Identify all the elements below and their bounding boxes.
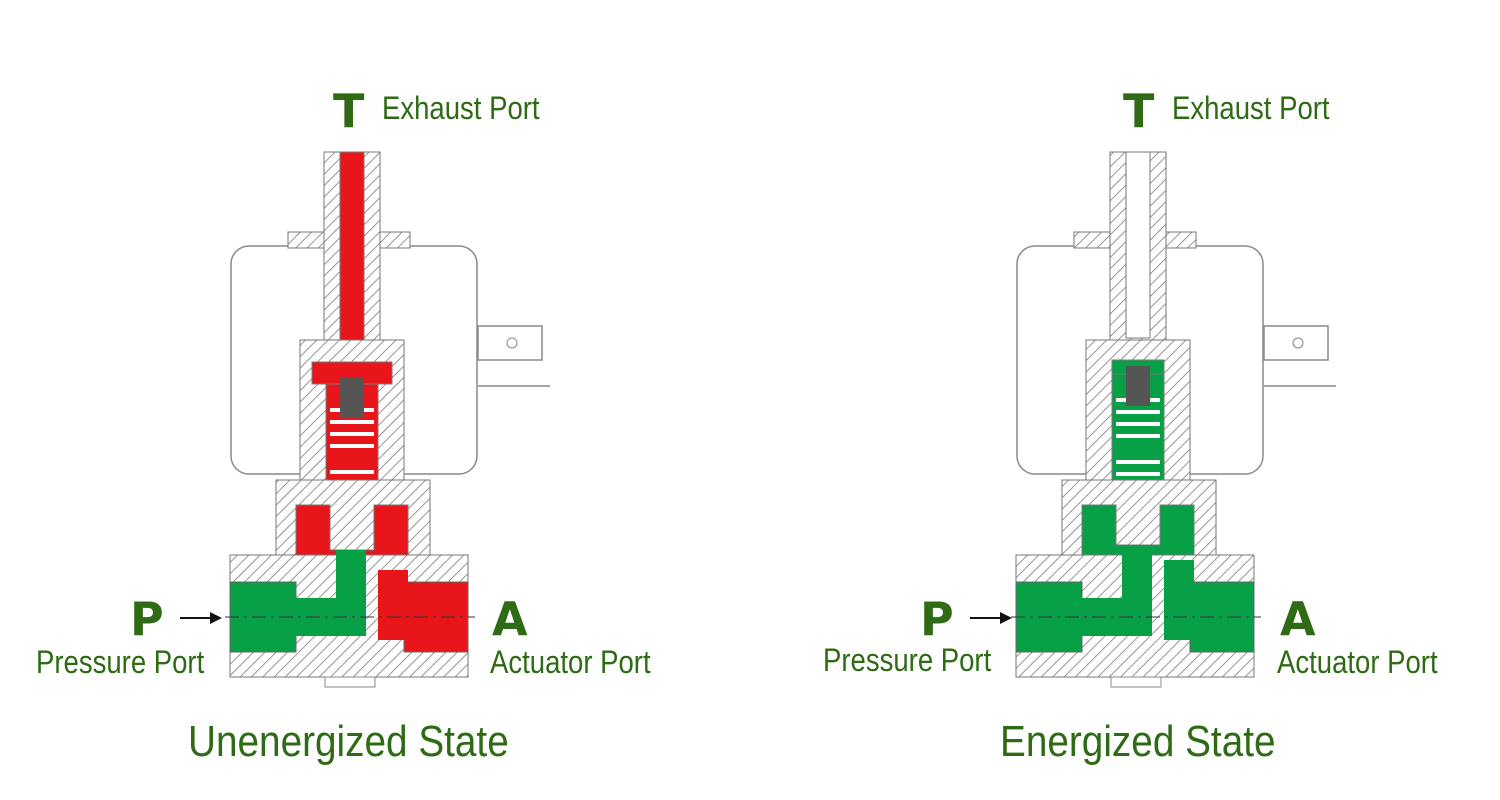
exhaust-port-label: Exhaust Port [1172, 90, 1330, 126]
exhaust-passage [1125, 151, 1151, 339]
exhaust-port-letter: T [1123, 84, 1155, 138]
actuator-port-label: Actuator Port [490, 644, 651, 680]
exhaust-passage [339, 151, 365, 363]
pressure-port-label: Pressure Port [36, 644, 205, 680]
plunger [340, 378, 364, 418]
arrow-right-icon [180, 612, 222, 624]
arrow-right-icon [970, 612, 1012, 624]
body-foot [324, 676, 376, 688]
connector-tab [477, 325, 543, 361]
valve-cross-section-unenergized [225, 151, 550, 688]
state-title: Energized State [1000, 717, 1276, 766]
actuator-port-label: Actuator Port [1277, 644, 1438, 680]
plunger [1126, 366, 1150, 406]
exhaust-port-label: Exhaust Port [382, 90, 540, 126]
actuator-port-letter: A [492, 592, 528, 646]
body-foot [1110, 676, 1162, 688]
pressure-riser [336, 550, 366, 636]
pressure-port-label: Pressure Port [823, 642, 992, 678]
actuator-channel [378, 570, 408, 640]
actuator-channel [1164, 560, 1194, 640]
energized-panel: T Exhaust Port P Pressure Port A Actuato… [790, 0, 1500, 800]
exhaust-port-letter: T [333, 84, 365, 138]
actuator-port-letter: A [1280, 592, 1316, 646]
connector-tab [1263, 325, 1329, 361]
pressure-port-letter: P [920, 592, 954, 646]
pressure-riser [1122, 545, 1152, 636]
valve-cross-section-energized [1011, 151, 1336, 688]
unenergized-panel: T Exhaust Port P Pressure Port A Actuato… [36, 84, 651, 766]
pressure-port-letter: P [130, 592, 164, 646]
state-title: Unenergized State [188, 717, 509, 766]
